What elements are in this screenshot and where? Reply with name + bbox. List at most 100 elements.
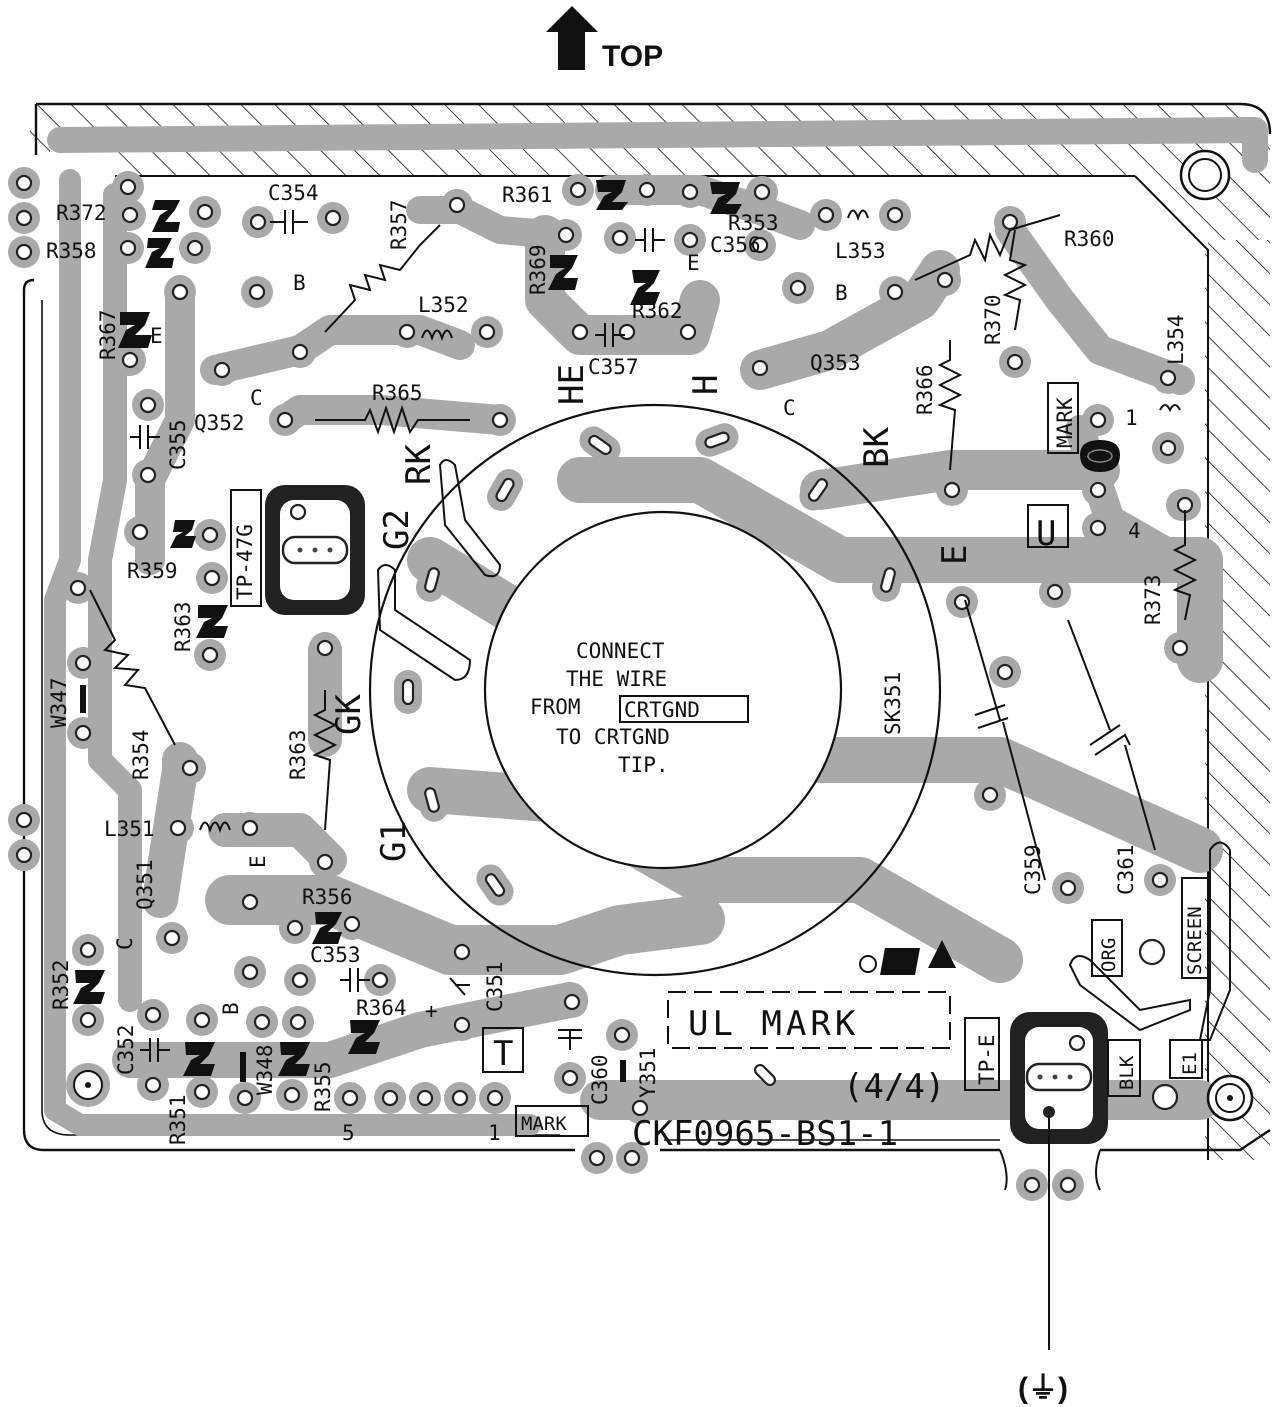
solder-pad xyxy=(171,283,189,301)
solder-pad xyxy=(638,181,656,199)
inductor-symbols xyxy=(199,209,1181,834)
label-r361: R361 xyxy=(502,183,553,207)
label-w348: W348 xyxy=(253,1044,277,1095)
solder-pad xyxy=(15,846,33,864)
solder-pad xyxy=(15,243,33,261)
label-h: H xyxy=(686,375,726,395)
tp-47g-pad xyxy=(265,485,365,615)
label-boxes xyxy=(230,382,1209,1137)
solder-pad xyxy=(1059,1176,1077,1194)
label-c352: C352 xyxy=(114,1024,138,1075)
label-screen: SCREEN xyxy=(1184,906,1206,975)
label-c359: C359 xyxy=(1021,844,1045,895)
solder-pad xyxy=(119,178,137,196)
solder-pad xyxy=(139,396,157,414)
z-marks xyxy=(73,180,1120,1082)
labels: R372 R358 C354 R357 R361 R353 C356 L353 … xyxy=(46,181,1206,1405)
label-r370: R370 xyxy=(981,294,1005,345)
solder-pad xyxy=(1001,213,1019,231)
solder-pad xyxy=(119,239,137,257)
solder-pad xyxy=(753,183,771,201)
crt-socket xyxy=(368,403,942,977)
solder-pad xyxy=(416,1089,434,1107)
solder-pad xyxy=(751,236,769,254)
note-line-4: CRTGND xyxy=(624,698,700,722)
top-label: TOP xyxy=(602,40,663,73)
solder-pad xyxy=(1159,369,1177,387)
solder-pad xyxy=(1171,639,1189,657)
label-r356: R356 xyxy=(302,885,353,909)
solder-pad xyxy=(15,811,33,829)
label-b-top2: B xyxy=(835,281,848,305)
solder-pad xyxy=(291,343,309,361)
solder-pad xyxy=(611,229,629,247)
solder-pad xyxy=(241,963,259,981)
solder-pad xyxy=(253,1013,271,1031)
label-board-id: CKF0965-BS1-1 xyxy=(632,1114,898,1154)
solder-pad xyxy=(491,411,509,429)
solder-pad xyxy=(276,411,294,429)
ul-mark-box xyxy=(667,991,951,1049)
solder-pad xyxy=(398,323,416,341)
label-c353: C353 xyxy=(310,943,361,967)
solder-pad xyxy=(193,1083,211,1101)
label-u: U xyxy=(1036,514,1056,554)
label-page: (4/4) xyxy=(843,1067,945,1107)
solder-pad xyxy=(618,323,636,341)
label-mark-bottom: MARK xyxy=(521,1113,567,1135)
tp-e-pad xyxy=(1010,1012,1108,1144)
label-l353: L353 xyxy=(835,239,886,263)
label-r369: R369 xyxy=(526,244,550,295)
solder-pad xyxy=(371,971,389,989)
label-r351: R351 xyxy=(166,1094,190,1145)
solder-pad xyxy=(936,271,954,289)
solder-pad xyxy=(69,579,87,597)
solder-pad xyxy=(163,929,181,947)
solder-pad xyxy=(121,206,139,224)
solder-pad xyxy=(453,1016,471,1034)
solder-pad xyxy=(291,971,309,989)
label-g1: G1 xyxy=(374,821,414,862)
label-c-q351: C xyxy=(113,937,137,950)
solder-pad xyxy=(381,1089,399,1107)
solder-pad xyxy=(15,209,33,227)
mark-pad-highlight xyxy=(1087,449,1113,463)
solder-pad xyxy=(751,359,769,377)
solder-pad xyxy=(316,853,334,871)
label-r364: R363 xyxy=(171,601,195,652)
label-c-q352: C xyxy=(250,386,263,410)
solder-pad xyxy=(203,569,221,587)
label-r358: R358 xyxy=(46,239,97,263)
solder-pad xyxy=(241,819,259,837)
label-e-r367: E xyxy=(150,324,163,348)
note-line-6: TIP. xyxy=(618,753,669,777)
label-r367: R367 xyxy=(96,309,120,360)
label-tp47g: TP-47G xyxy=(233,524,257,600)
label-e-top: E xyxy=(687,251,700,275)
solder-pad xyxy=(181,759,199,777)
label-c355: C355 xyxy=(166,419,190,470)
solder-pad xyxy=(613,1026,631,1044)
solder-pad xyxy=(196,203,214,221)
solder-pads xyxy=(8,167,1201,1201)
solder-pad xyxy=(213,361,231,379)
solder-pad xyxy=(451,1089,469,1107)
solder-pad xyxy=(561,1069,579,1087)
label-rk: RK xyxy=(399,444,439,485)
label-pin4: 4 xyxy=(1128,519,1141,543)
solder-pad xyxy=(15,174,33,192)
solder-pad xyxy=(1006,353,1024,371)
solder-pad xyxy=(169,819,187,837)
solder-pad xyxy=(453,943,471,961)
label-org: ORG xyxy=(1098,938,1120,972)
label-blk: BLK xyxy=(1116,1055,1138,1090)
label-c361: C361 xyxy=(1114,844,1138,895)
solder-pad xyxy=(186,239,204,257)
solder-pad xyxy=(74,654,92,672)
label-tpe: TP-E xyxy=(975,1034,999,1085)
solder-pad xyxy=(1089,411,1107,429)
solder-pad xyxy=(996,663,1014,681)
solder-pad xyxy=(886,283,904,301)
solder-pad xyxy=(283,1086,301,1104)
